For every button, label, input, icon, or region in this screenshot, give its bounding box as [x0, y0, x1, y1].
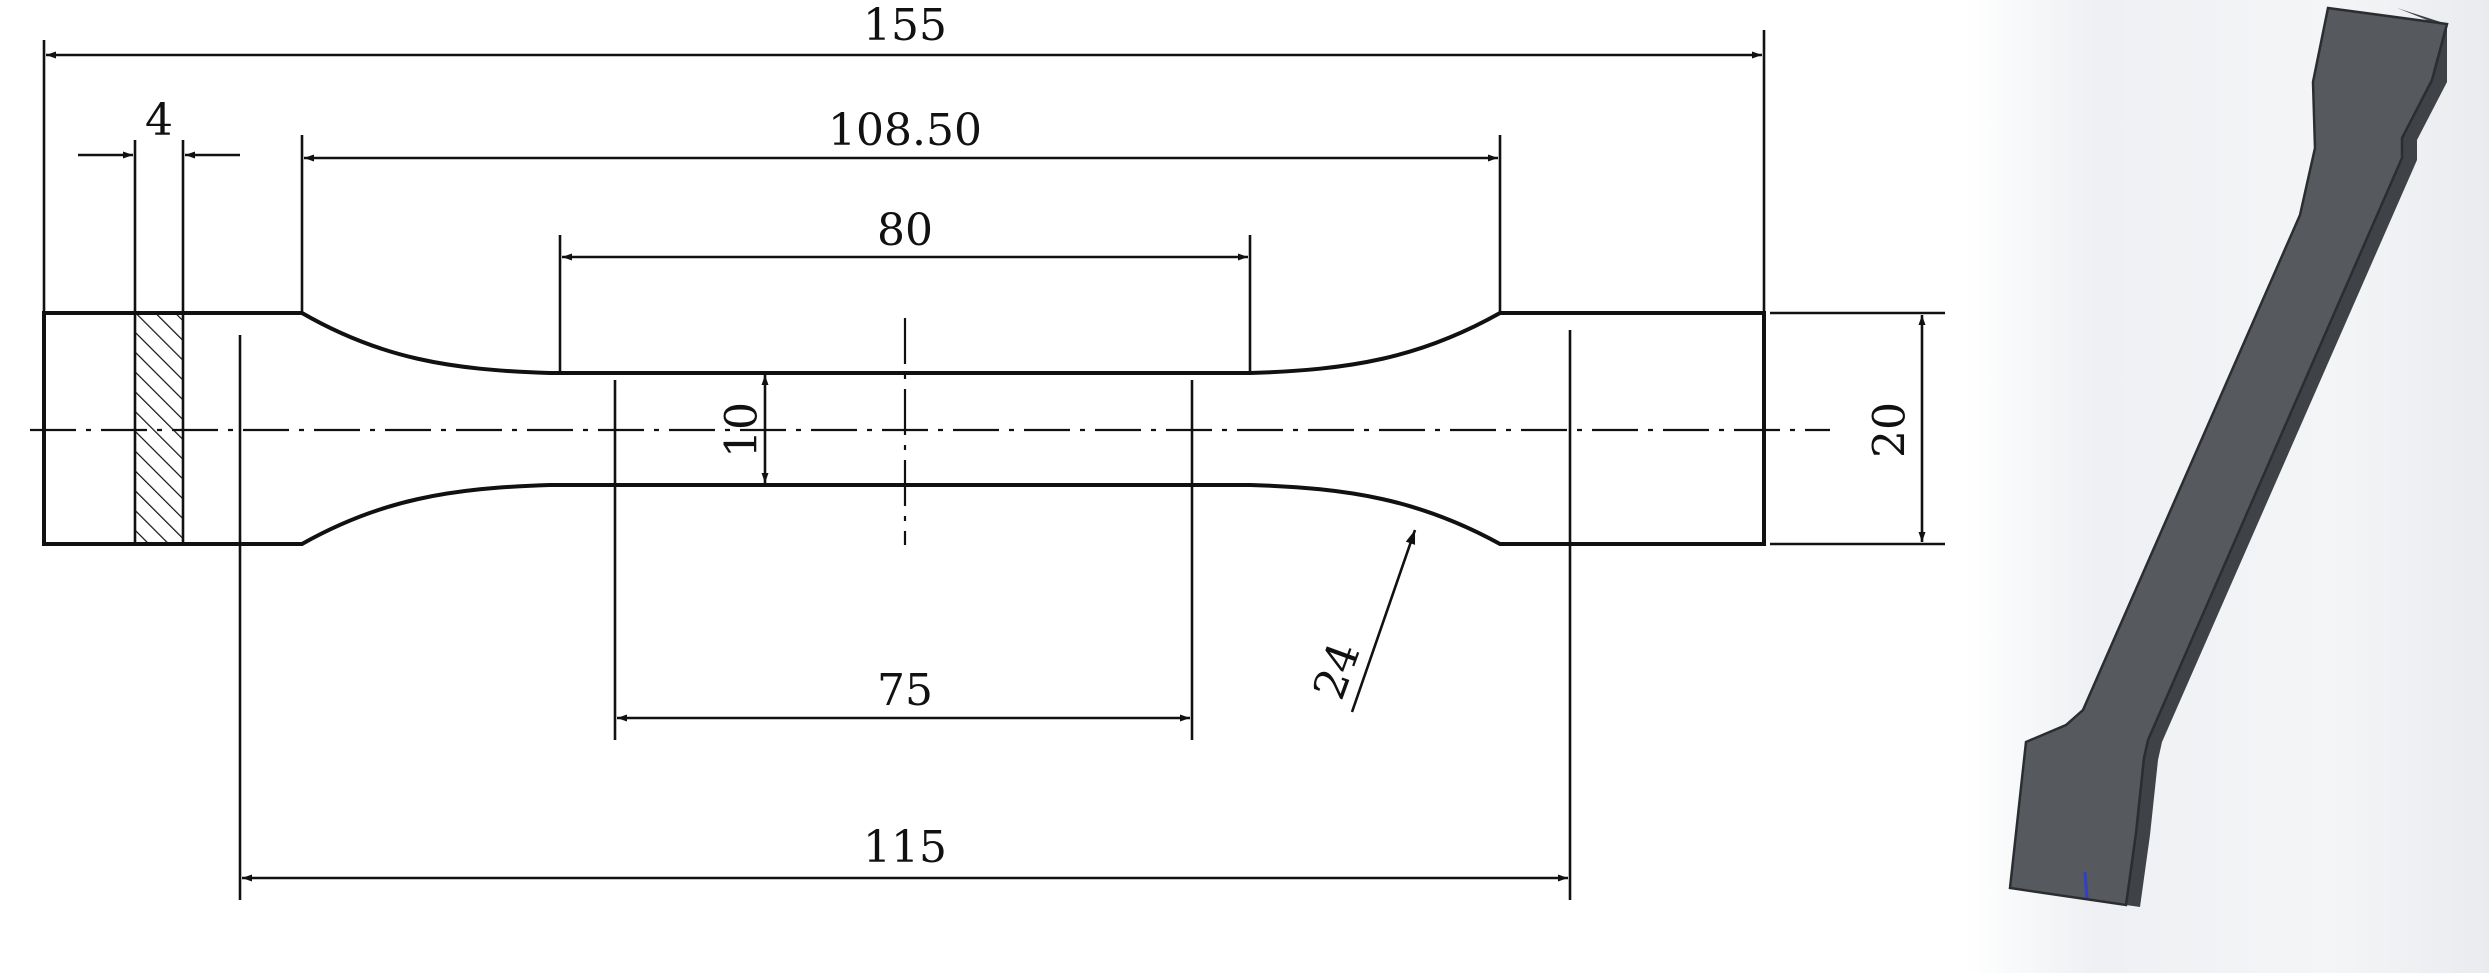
dim-gauge-width-label: 10: [717, 402, 768, 458]
specimen-3d-model: [2008, 6, 2449, 907]
specimen-3d-edges: [2008, 6, 2449, 907]
dim-fillet-radius: 24: [1304, 529, 1417, 713]
dim-grip-hatch-width-label: 4: [145, 95, 173, 146]
dim-gauge-width: 10: [717, 375, 769, 483]
extension-lines: [42, 30, 1945, 900]
specimen-3d-top-face: [2010, 8, 2447, 905]
dim-fillet-radius-label: 24: [1304, 636, 1371, 706]
specimen-3d-view: [1965, 0, 2489, 973]
dim-parallel-length-label: 80: [877, 205, 933, 256]
axis-marker-icon: [2083, 871, 2089, 899]
dim-grip-distance: 115: [242, 822, 1568, 882]
dim-overall-length-label: 155: [863, 0, 947, 51]
dim-overall-length: 155: [46, 0, 1762, 59]
grip-hatch: [133, 311, 185, 546]
dim-grip-width-label: 20: [1865, 402, 1916, 458]
dim-gauge-length: 75: [617, 665, 1190, 722]
dim-grip-hatch-width: 4: [78, 95, 240, 159]
specimen-contour: [42, 311, 1766, 546]
dim-grip-distance-label: 115: [863, 822, 947, 873]
dim-shoulder-length-label: 108.50: [828, 105, 982, 156]
specimen-3d-side-face: [2126, 8, 2447, 907]
specimen-outline: [42, 311, 1766, 546]
dim-gauge-length-label: 75: [877, 665, 933, 716]
dim-grip-width: 20: [1865, 315, 1926, 542]
dim-parallel-length: 80: [562, 205, 1248, 261]
dim-shoulder-length: 108.50: [304, 105, 1498, 162]
